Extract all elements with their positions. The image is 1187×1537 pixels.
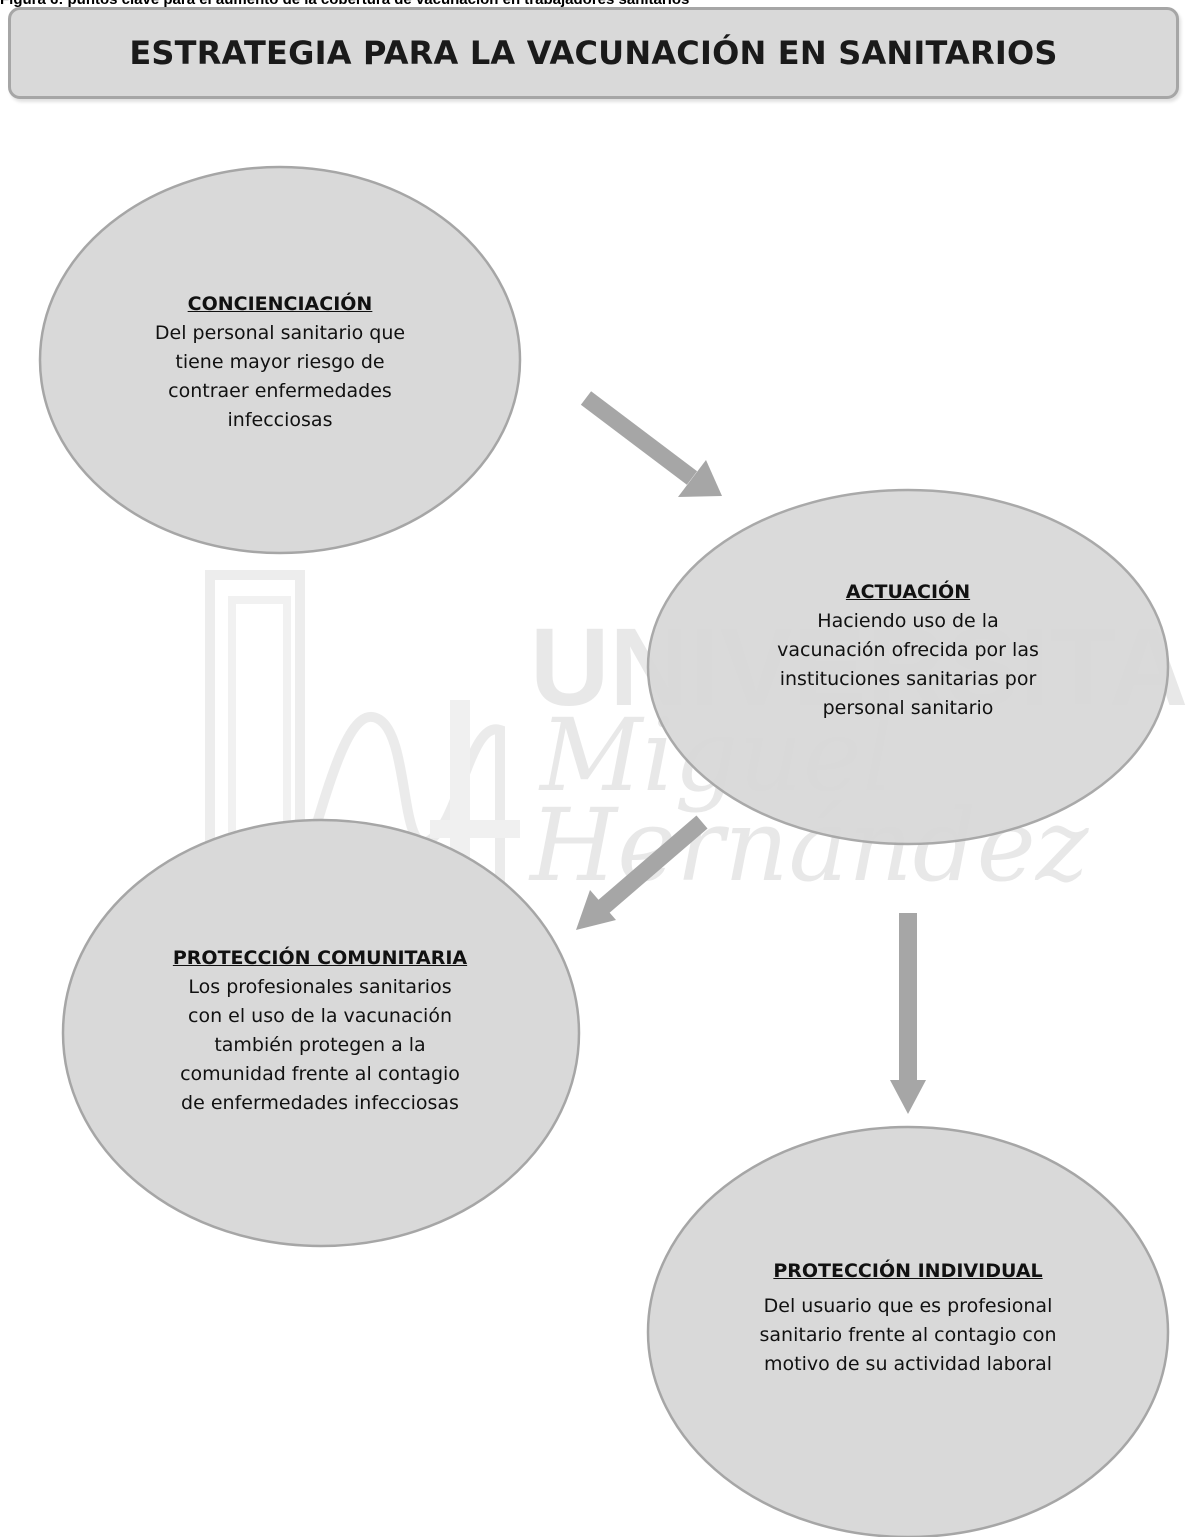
node-proteccion-comunitaria-text: Los profesionales sanitarios con el uso … [180,976,460,1114]
node-actuacion-title: ACTUACIÓN [845,581,971,603]
node-ellipse-proteccion-individual [646,1125,1170,1537]
node-proteccion-individual-title: PROTECCIÓN INDIVIDUAL [773,1260,1043,1282]
node-actuacion-text: Haciendo uso de la vacunación ofrecida p… [777,610,1039,719]
arrow-actuacion-to-comunitaria [576,815,708,930]
node-concienciacion-title: CONCIENCIACIÓN [187,293,373,315]
node-concienciacion-text: Del personal sanitario que tiene mayor r… [154,322,406,431]
arrow-actuacion-to-individual [890,913,926,1114]
arrow-concienciacion-to-actuacion [580,391,722,497]
diagram-title: ESTRATEGIA PARA LA VACUNACIÓN EN SANITAR… [129,34,1058,72]
node-proteccion-individual: PROTECCIÓN INDIVIDUAL Del usuario que es… [738,1257,1078,1379]
node-concienciacion: CONCIENCIACIÓN Del personal sanitario qu… [150,290,410,435]
figure-caption: Figura 6: puntos clave para el aumento d… [0,0,1187,8]
node-proteccion-comunitaria: PROTECCIÓN COMUNITARIA Los profesionales… [150,944,490,1118]
title-box: ESTRATEGIA PARA LA VACUNACIÓN EN SANITAR… [8,7,1179,99]
node-proteccion-individual-text: Del usuario que es profesional sanitario… [759,1295,1057,1375]
node-proteccion-comunitaria-title: PROTECCIÓN COMUNITARIA [172,947,468,969]
node-ellipse-proteccion-comunitaria [61,818,581,1248]
node-actuacion: ACTUACIÓN Haciendo uso de la vacunación … [738,578,1078,723]
node-ellipse-actuacion [646,488,1170,846]
node-ellipse-concienciacion [38,165,522,555]
